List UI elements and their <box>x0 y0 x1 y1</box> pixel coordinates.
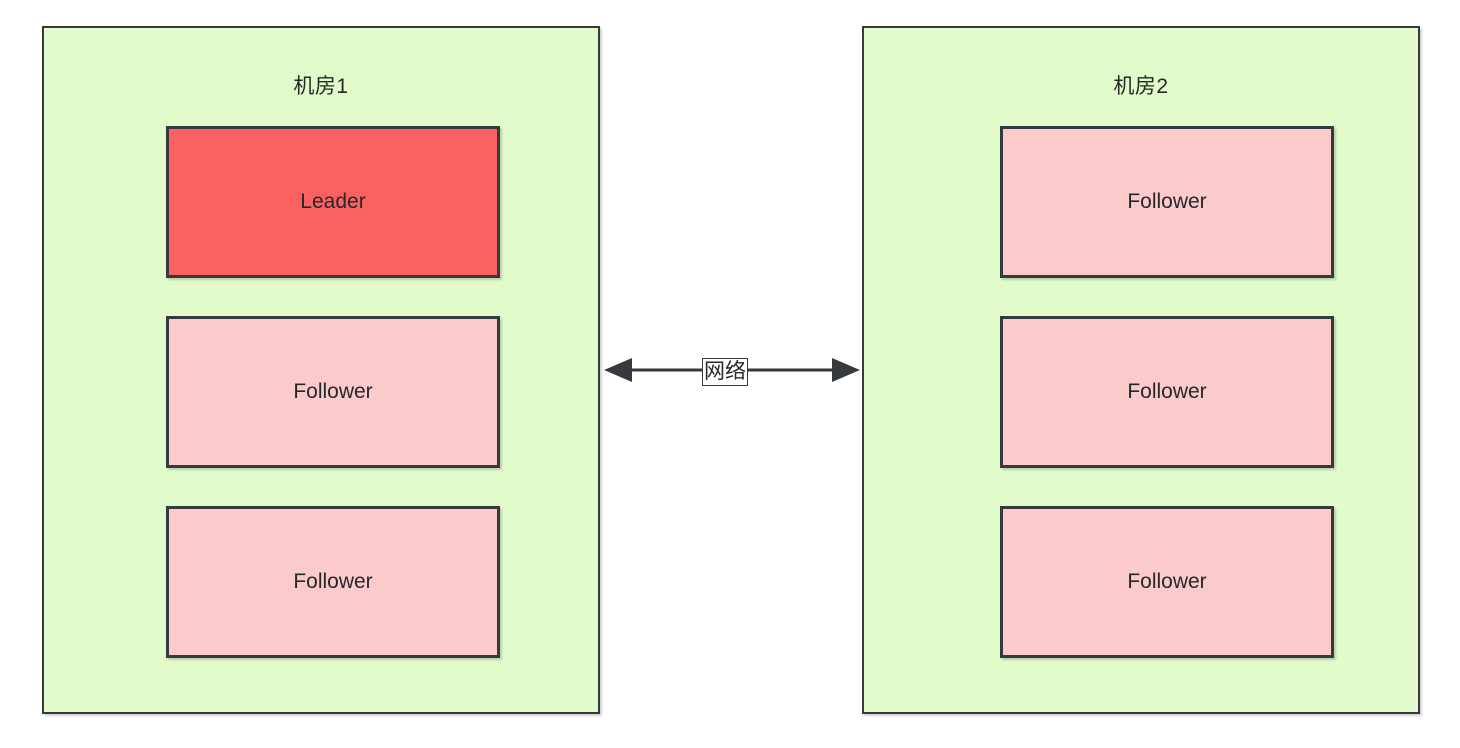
zone-datacenter-2[interactable]: 机房2 Follower Follower Follower <box>862 26 1420 714</box>
zone-1-title: 机房1 <box>293 75 349 98</box>
node-follower-1[interactable]: Follower <box>166 316 500 468</box>
node-follower-1-label: Follower <box>293 380 373 403</box>
node-leader-1-label: Leader <box>300 190 366 213</box>
node-follower-3-label: Follower <box>1127 190 1207 213</box>
connector-network-label: 网络 <box>702 358 748 386</box>
zone-2-title: 机房2 <box>1113 75 1169 98</box>
node-follower-2-label: Follower <box>293 570 373 593</box>
node-follower-4-label: Follower <box>1127 380 1207 403</box>
node-leader-1[interactable]: Leader <box>166 126 500 278</box>
zone-datacenter-1[interactable]: 机房1 Leader Follower Follower <box>42 26 600 714</box>
connector-network[interactable]: 网络 <box>602 352 862 388</box>
node-follower-3[interactable]: Follower <box>1000 126 1334 278</box>
node-follower-2[interactable]: Follower <box>166 506 500 658</box>
node-follower-5[interactable]: Follower <box>1000 506 1334 658</box>
node-follower-4[interactable]: Follower <box>1000 316 1334 468</box>
node-follower-5-label: Follower <box>1127 570 1207 593</box>
